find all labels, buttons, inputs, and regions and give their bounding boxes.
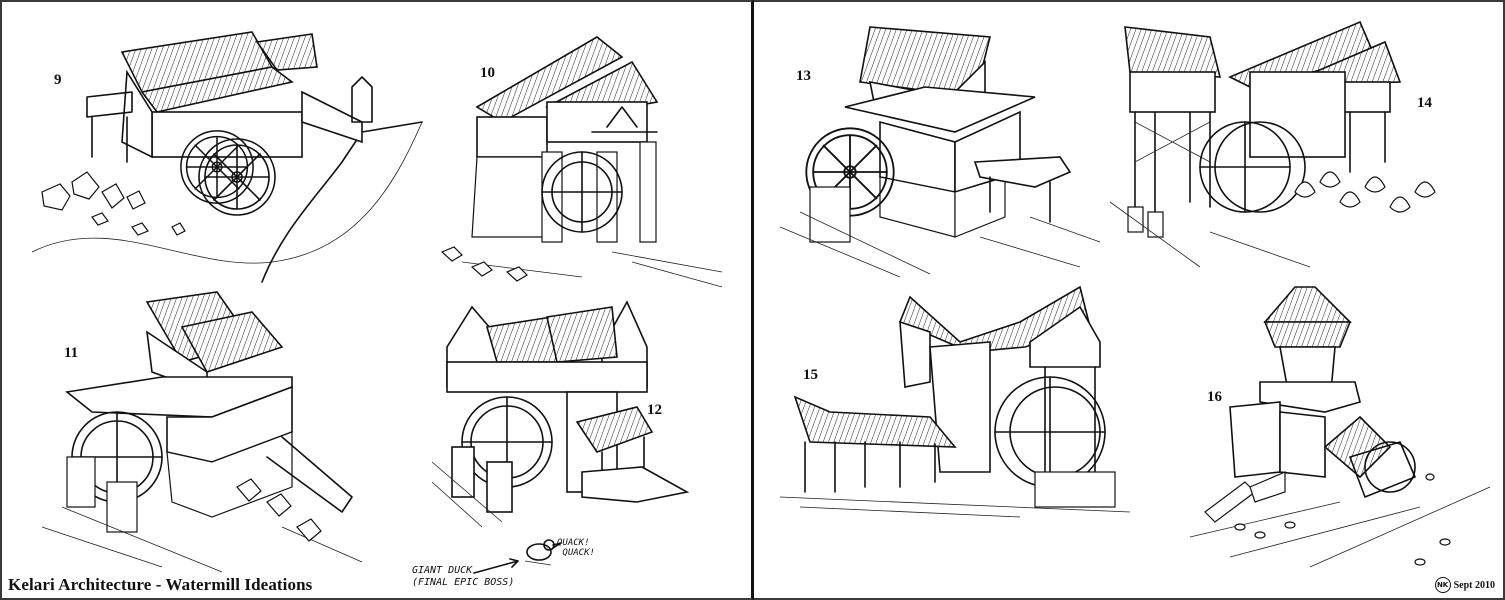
panel-number-15: 15 bbox=[803, 367, 818, 383]
watermill-sketch-10 bbox=[440, 36, 723, 288]
monogram-icon: NK bbox=[1434, 577, 1451, 593]
panel-number-14: 14 bbox=[1417, 95, 1432, 111]
watermill-sketch-11 bbox=[41, 291, 363, 573]
watermill-sketch-12 bbox=[431, 300, 690, 528]
panel-number-10: 10 bbox=[480, 65, 495, 81]
sheet-left: 9 10 bbox=[0, 0, 754, 600]
sketch-panel-15: 15 bbox=[779, 282, 1140, 522]
signature-date: Sept 2010 bbox=[1453, 579, 1495, 591]
duck-quack-text: QUACK! QUACK! bbox=[557, 538, 595, 558]
duck-callout-text: GIANT DUCK (FINAL EPIC BOSS) bbox=[412, 565, 515, 588]
sketch-panel-12: 12 bbox=[431, 287, 712, 528]
panel-number-11: 11 bbox=[64, 345, 79, 361]
panel-number-9: 9 bbox=[54, 72, 62, 88]
watermill-sketch-13 bbox=[779, 26, 1101, 278]
callout-arrow-icon bbox=[473, 558, 519, 574]
watermill-sketch-9 bbox=[31, 31, 423, 283]
watermill-sketch-14 bbox=[1109, 20, 1436, 268]
sketch-panel-16: 16 bbox=[1189, 286, 1491, 577]
sketch-panel-9: 9 bbox=[31, 12, 423, 283]
sheet-right: 13 bbox=[754, 0, 1505, 600]
sketch-panel-11: 11 bbox=[41, 287, 402, 577]
artist-signature: NK Sept 2010 bbox=[1434, 577, 1495, 593]
sketch-panel-14: 14 bbox=[1109, 12, 1490, 272]
panel-number-13: 13 bbox=[796, 68, 811, 84]
duck-doodle bbox=[517, 537, 577, 567]
watermill-sketch-16 bbox=[1189, 286, 1491, 568]
panel-number-12: 12 bbox=[647, 402, 662, 418]
sketch-panel-13: 13 bbox=[779, 12, 1101, 282]
watermill-sketch-15 bbox=[779, 285, 1131, 518]
sheet-title: Kelari Architecture - Watermill Ideation… bbox=[8, 575, 313, 594]
sketch-panel-10: 10 bbox=[422, 12, 723, 292]
panel-number-16: 16 bbox=[1207, 389, 1222, 405]
